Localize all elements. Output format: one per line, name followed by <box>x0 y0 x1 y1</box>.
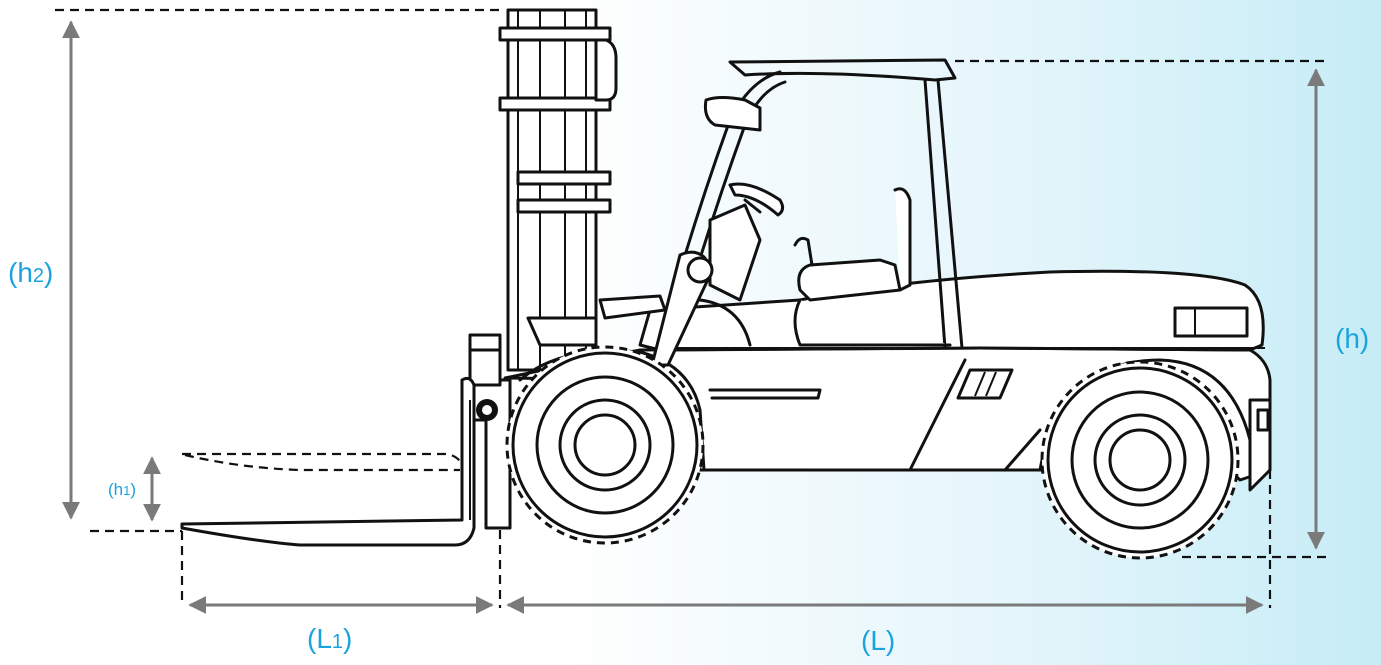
front-wheel <box>505 345 705 545</box>
label-l1: (L1) <box>307 623 352 654</box>
label-h: (h) <box>1335 323 1369 354</box>
vent-slots <box>956 368 1014 400</box>
cab-roof <box>728 58 957 82</box>
dimension-lines <box>62 20 1325 614</box>
label-h2: (h2) <box>8 257 53 288</box>
mast <box>506 8 598 372</box>
rear-wheel <box>1040 360 1240 560</box>
label-l: (L) <box>861 625 895 656</box>
forklift-illustration <box>180 8 1272 560</box>
label-h1: (h1) <box>108 480 136 499</box>
rear-light <box>1173 306 1249 338</box>
steering-wheel <box>728 182 785 217</box>
forks <box>180 376 476 547</box>
